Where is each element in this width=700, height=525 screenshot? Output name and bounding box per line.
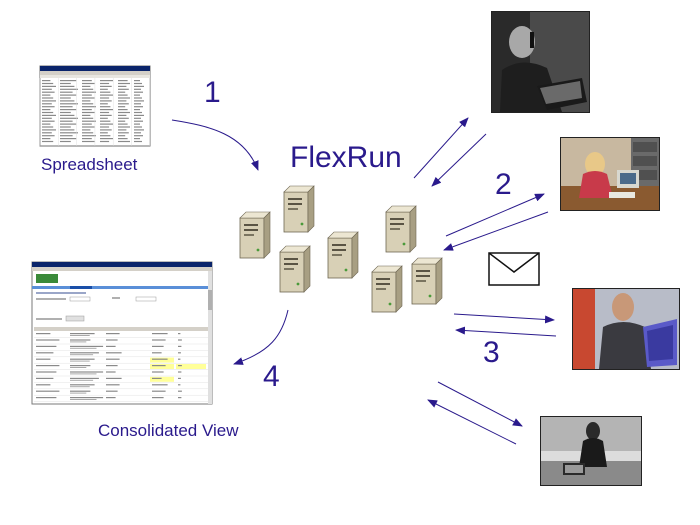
photo-person-outdoors xyxy=(540,416,642,486)
flexrun-label: FlexRun xyxy=(290,141,402,174)
arrow-from-outdoor-user xyxy=(427,399,517,445)
spreadsheet-label: Spreadsheet xyxy=(41,155,138,174)
server-icon xyxy=(371,265,403,313)
photo-man-with-laptop xyxy=(572,288,680,370)
photo-woman-at-desk xyxy=(560,137,660,211)
arrow-from-phone-user xyxy=(431,133,487,187)
server-icon xyxy=(327,231,359,279)
consolidated-view-label: Consolidated View xyxy=(98,421,239,440)
step-3: 3 xyxy=(483,336,500,369)
arrow-from-desk-user xyxy=(443,211,549,251)
step-2: 2 xyxy=(495,168,512,201)
server-icon xyxy=(283,185,315,233)
arrow-1 xyxy=(171,119,259,171)
step-1: 1 xyxy=(204,76,221,109)
photo-man-on-phone xyxy=(491,11,590,113)
arrow-to-desk-user xyxy=(445,193,545,237)
arrow-to-phone-user xyxy=(413,117,469,179)
arrow-to-laptop-user xyxy=(453,313,555,324)
server-icon xyxy=(385,205,417,253)
step-4: 4 xyxy=(263,360,280,393)
envelope-icon xyxy=(488,252,540,286)
arrow-from-laptop-user xyxy=(455,326,557,337)
arrow-to-outdoor-user xyxy=(437,381,523,427)
server-icon xyxy=(279,245,311,293)
server-icon xyxy=(239,211,271,259)
arrow-4 xyxy=(233,309,289,365)
server-icon xyxy=(411,257,443,305)
